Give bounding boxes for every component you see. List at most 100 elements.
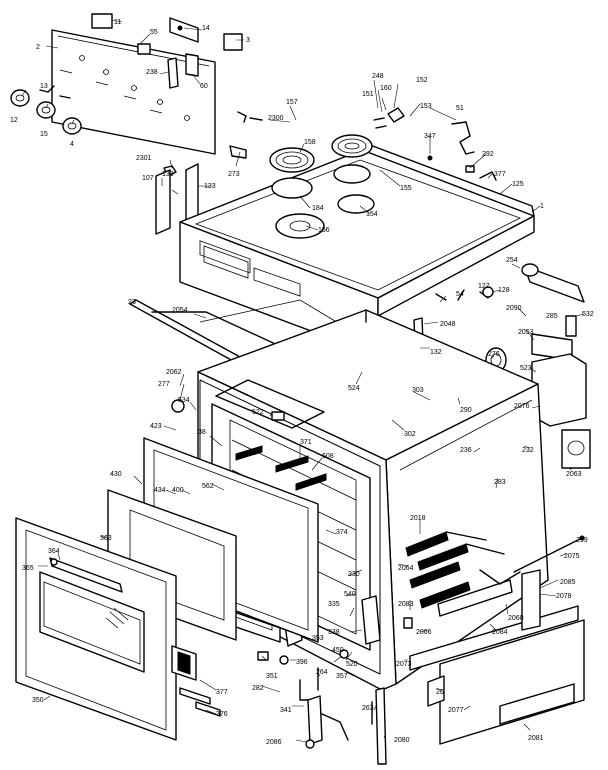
- leader-lines: [21, 19, 585, 743]
- label-15: 15: [40, 131, 48, 138]
- label-156: 156: [318, 227, 330, 234]
- label-434: 434: [154, 487, 166, 494]
- label-273: 273: [228, 171, 240, 178]
- label-353: 353: [312, 635, 324, 642]
- label-2062: 2062: [166, 369, 182, 376]
- label-153: 153: [420, 103, 432, 110]
- label-2077: 2077: [448, 707, 464, 714]
- label-236: 236: [460, 447, 472, 454]
- label-2018: 2018: [410, 515, 426, 522]
- label-357: 357: [336, 673, 348, 680]
- label-423: 423: [150, 423, 162, 430]
- label-400: 400: [172, 487, 184, 494]
- label-277: 277: [158, 381, 170, 388]
- label-377: 377: [494, 171, 506, 178]
- label-154: 154: [366, 211, 378, 218]
- label-26: 26: [436, 689, 444, 696]
- label-532: 532: [582, 311, 594, 318]
- label-2048: 2048: [440, 321, 456, 328]
- label-292: 292: [482, 151, 494, 158]
- label-523: 523: [520, 365, 532, 372]
- label-450: 450: [332, 647, 344, 654]
- label-2300: 2300: [268, 115, 284, 122]
- label-184: 184: [312, 205, 324, 212]
- label-377b: 377: [216, 689, 228, 696]
- label-376: 376: [216, 711, 228, 718]
- label-2066: 2066: [416, 629, 432, 636]
- label-330: 330: [348, 571, 360, 578]
- label-2075: 2075: [564, 553, 580, 560]
- label-302: 302: [404, 431, 416, 438]
- label-125: 125: [512, 181, 524, 188]
- label-562: 562: [202, 483, 214, 490]
- label-524: 524: [348, 385, 360, 392]
- label-282: 282: [252, 685, 264, 692]
- label-2086: 2086: [266, 739, 282, 746]
- label-264: 264: [316, 669, 328, 676]
- lower-drawer-group: [405, 531, 585, 745]
- label-27: 27: [128, 299, 136, 306]
- label-157: 157: [286, 99, 298, 106]
- label-12: 12: [10, 117, 18, 124]
- label-2: 2: [36, 44, 40, 51]
- label-107: 107: [142, 175, 154, 182]
- label-2060: 2060: [508, 615, 524, 622]
- label-2301: 2301: [136, 155, 152, 162]
- label-351: 351: [266, 673, 278, 680]
- label-303: 303: [412, 387, 424, 394]
- label-522: 522: [252, 409, 264, 416]
- label-60: 60: [200, 83, 208, 90]
- label-283: 283: [494, 479, 506, 486]
- label-38: 38: [198, 429, 206, 436]
- label-2053: 2053: [518, 329, 534, 336]
- label-160: 160: [380, 85, 392, 92]
- label-374: 374: [336, 529, 348, 536]
- label-238: 238: [146, 69, 158, 76]
- label-2078: 2078: [556, 593, 572, 600]
- label-151: 151: [362, 91, 374, 98]
- part-labels: 11 2 55 14 3 238 60 12 13 15 4 2300 157 …: [10, 19, 594, 746]
- label-152: 152: [416, 77, 428, 84]
- label-363: 363: [100, 535, 112, 542]
- label-54: 54: [456, 291, 464, 298]
- label-285: 285: [546, 313, 558, 320]
- label-608: 608: [322, 453, 334, 460]
- label-2054: 2054: [172, 307, 188, 314]
- label-232: 232: [522, 447, 534, 454]
- label-2064: 2064: [398, 565, 414, 572]
- label-1: 1: [540, 203, 544, 210]
- label-371: 371: [300, 439, 312, 446]
- label-335: 335: [328, 601, 340, 608]
- label-263: 263: [362, 705, 374, 712]
- label-350: 350: [32, 697, 44, 704]
- label-299: 299: [576, 537, 588, 544]
- label-2073: 2073: [396, 661, 412, 668]
- label-2084: 2084: [492, 629, 508, 636]
- label-13: 13: [40, 83, 48, 90]
- label-2076: 2076: [514, 403, 530, 410]
- label-2080: 2080: [394, 737, 410, 744]
- label-132: 132: [430, 349, 442, 356]
- label-534: 534: [178, 397, 190, 404]
- label-338: 338: [328, 629, 340, 636]
- label-3: 3: [246, 37, 250, 44]
- label-4: 4: [70, 141, 74, 148]
- label-128: 128: [498, 287, 510, 294]
- label-2063: 2063: [566, 471, 582, 478]
- label-123: 123: [204, 183, 216, 190]
- label-11: 11: [114, 19, 121, 26]
- label-158: 158: [304, 139, 316, 146]
- label-341: 341: [280, 707, 292, 714]
- label-155: 155: [400, 185, 412, 192]
- cooktop-group: [179, 107, 535, 357]
- label-51: 51: [456, 105, 464, 112]
- label-2083: 2083: [398, 601, 414, 608]
- label-430: 430: [110, 471, 122, 478]
- label-347: 347: [424, 133, 436, 140]
- label-14: 14: [202, 25, 210, 32]
- label-276: 276: [488, 351, 500, 358]
- label-133: 133: [162, 171, 174, 178]
- label-55: 55: [150, 29, 158, 36]
